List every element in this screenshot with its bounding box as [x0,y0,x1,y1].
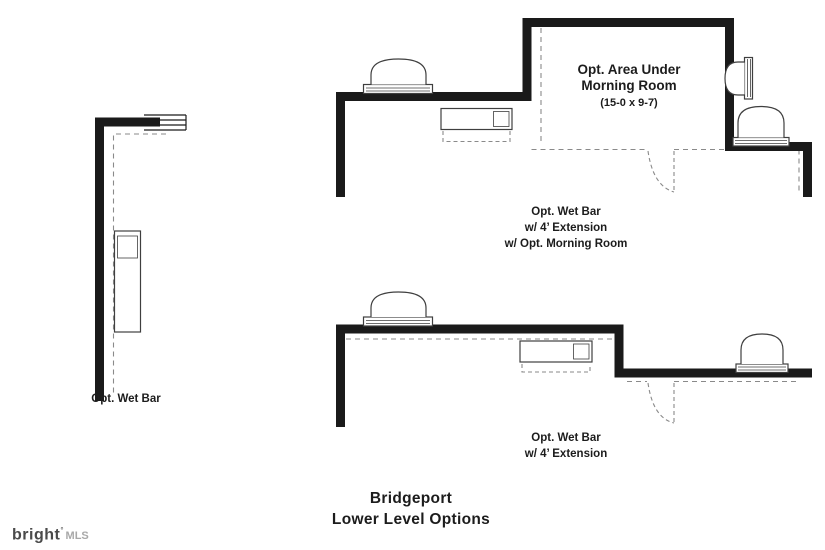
fireplace-symbol [362,291,434,327]
extension-plan-caption: Opt. Wet Bar w/ 4’ Extension [525,430,607,462]
wet-bar-extension-morning-room-plan-drawing [336,18,812,197]
brightmls-watermark: bright°MLS [12,526,89,544]
wall-outline [336,18,812,197]
wall-outline [95,117,160,401]
plan-name: Bridgeport [369,490,453,507]
extension-wall-fixture-symbol [735,333,789,374]
morning-room-area-label: Opt. Area Under Morning Room (15-0 x 9-7… [577,62,680,111]
fireplace-symbol [362,58,434,95]
area-label-line-2: Morning Room [581,78,677,93]
door-swing-symbol [647,150,675,193]
wet-bar-extension-plan-drawing [336,291,812,427]
right-wall-fixture-symbol [724,56,754,100]
wet-bar-counter-symbol [519,340,593,373]
sheet-title: Bridgeport Lower Level Options [332,488,490,530]
window-symbol [144,114,187,131]
wet-bar-plan-drawing [95,114,187,401]
brightmls-trademark-icon: ° [60,526,64,535]
wall-outline [336,324,812,427]
wet-bar-cabinet-symbol [113,230,142,333]
caption-line-2: w/ 4’ Extension [524,448,608,460]
wet-bar-plan-caption: Opt. Wet Bar [91,393,161,405]
caption-line-1: Opt. Wet Bar [531,432,601,444]
area-label-dimensions: (15-0 x 9-7) [600,97,658,109]
caption-line-2: w/ 4’ Extension [524,222,608,234]
extension-morning-room-plan-caption: Opt. Wet Bar w/ 4’ Extension w/ Opt. Mor… [505,204,628,252]
optional-area-dashed-lines [531,28,800,192]
caption-line-1: Opt. Wet Bar [531,206,601,218]
wet-bar-counter-symbol [440,107,513,143]
caption-line-3: w/ Opt. Morning Room [504,238,628,250]
optional-area-dashed-lines [346,338,798,383]
brightmls-brand-text: bright [12,526,61,544]
extension-wall-fixture-symbol [732,105,790,147]
area-label-line-1: Opt. Area Under [577,62,681,77]
door-swing-symbol [647,382,675,424]
sheet-subtitle: Lower Level Options [331,511,491,528]
optional-wall-dashed-line [112,133,166,396]
brightmls-suffix-text: MLS [65,530,89,543]
